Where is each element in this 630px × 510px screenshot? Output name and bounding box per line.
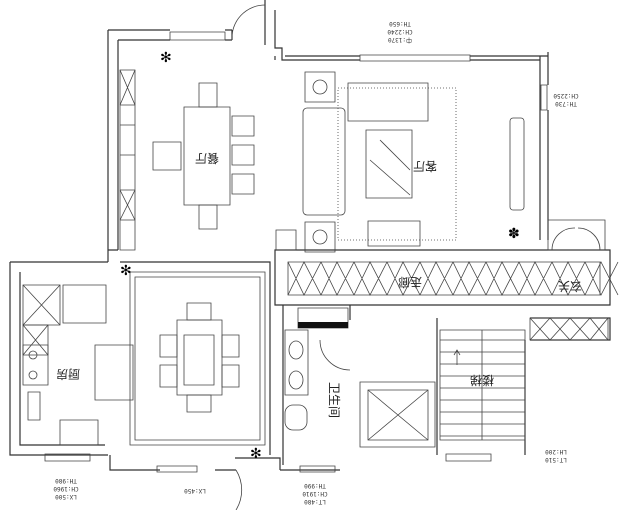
windows bbox=[45, 32, 547, 472]
dim-text: CH:1960 bbox=[53, 485, 79, 492]
stove bbox=[23, 345, 48, 385]
dim-text: CH:2250 bbox=[553, 92, 579, 99]
dimension-labels: 中:1370 CH:2240 TH:650 TH:730 CH:2250 LX:… bbox=[53, 20, 579, 505]
dining-north-furniture: 餐厅 ✻ bbox=[120, 51, 254, 250]
window-stair bbox=[446, 454, 491, 461]
doors[interactable] bbox=[232, 5, 605, 510]
toilet bbox=[285, 405, 307, 430]
plant-icon: ✽ bbox=[508, 227, 520, 242]
door-bath-arc[interactable] bbox=[320, 340, 350, 370]
dim-text: LT:480 bbox=[304, 498, 326, 505]
dim-text: LH:200 bbox=[545, 448, 567, 455]
window-kitchen bbox=[45, 454, 90, 461]
dim-text: TH:990 bbox=[304, 482, 326, 489]
door-balcony-arc[interactable] bbox=[232, 5, 265, 40]
room-label-bathroom: 卫生间 bbox=[327, 382, 341, 418]
dim-text: LX:450 bbox=[184, 487, 206, 494]
sofa bbox=[303, 108, 345, 215]
washer bbox=[60, 420, 98, 445]
stair-arrow-icon bbox=[454, 350, 460, 365]
kitchen-furniture: 厨房 bbox=[23, 285, 133, 445]
dim-text: CH:2240 bbox=[387, 28, 413, 35]
corridor: 走廊 玄关 bbox=[288, 262, 618, 295]
window-dining-south bbox=[157, 466, 197, 472]
dining-south-furniture: ✻ ✻ bbox=[120, 264, 265, 462]
plant-icon: ✻ bbox=[120, 264, 132, 279]
rug bbox=[338, 88, 456, 240]
stairs: 楼梯 bbox=[440, 318, 608, 440]
walls bbox=[10, 0, 610, 470]
tv-cabinet bbox=[510, 118, 524, 210]
bathroom-furniture: 卫生间 bbox=[285, 308, 348, 430]
window-dining bbox=[170, 32, 225, 40]
sink bbox=[28, 392, 40, 420]
room-label-corridor: 走廊 bbox=[398, 275, 422, 290]
plant-icon: ✻ bbox=[250, 447, 262, 462]
dim-text: LT:510 bbox=[545, 456, 567, 463]
vanity bbox=[285, 330, 308, 395]
dim-text: LX:500 bbox=[55, 493, 77, 500]
room-label-stairs: 楼梯 bbox=[470, 373, 494, 388]
room-label-entry: 玄关 bbox=[558, 279, 582, 294]
window-living bbox=[360, 55, 470, 61]
dim-text: CH:1910 bbox=[302, 490, 328, 497]
dim-text: 中:1370 bbox=[388, 36, 412, 44]
door-entry[interactable] bbox=[548, 220, 605, 250]
armchair-bottom bbox=[368, 221, 420, 246]
room-label-dining: 餐厅 bbox=[195, 151, 219, 166]
coffee-table bbox=[366, 130, 412, 198]
room-label-kitchen: 厨房 bbox=[56, 367, 80, 382]
room-label-living: 客厅 bbox=[413, 159, 437, 174]
elevator bbox=[360, 382, 435, 447]
fridge bbox=[63, 285, 106, 323]
dim-text: TH:730 bbox=[555, 100, 577, 107]
dim-text: TH:650 bbox=[389, 20, 411, 27]
living-furniture: 客厅 ✽ bbox=[276, 72, 524, 252]
plant-icon: ✻ bbox=[160, 51, 172, 66]
armchair-top bbox=[348, 83, 428, 121]
door-south-arc[interactable] bbox=[236, 470, 242, 510]
dim-text: TH:980 bbox=[55, 477, 77, 484]
kitchen-island bbox=[95, 345, 133, 400]
window-bath bbox=[300, 466, 335, 472]
window-living-side bbox=[541, 85, 547, 110]
